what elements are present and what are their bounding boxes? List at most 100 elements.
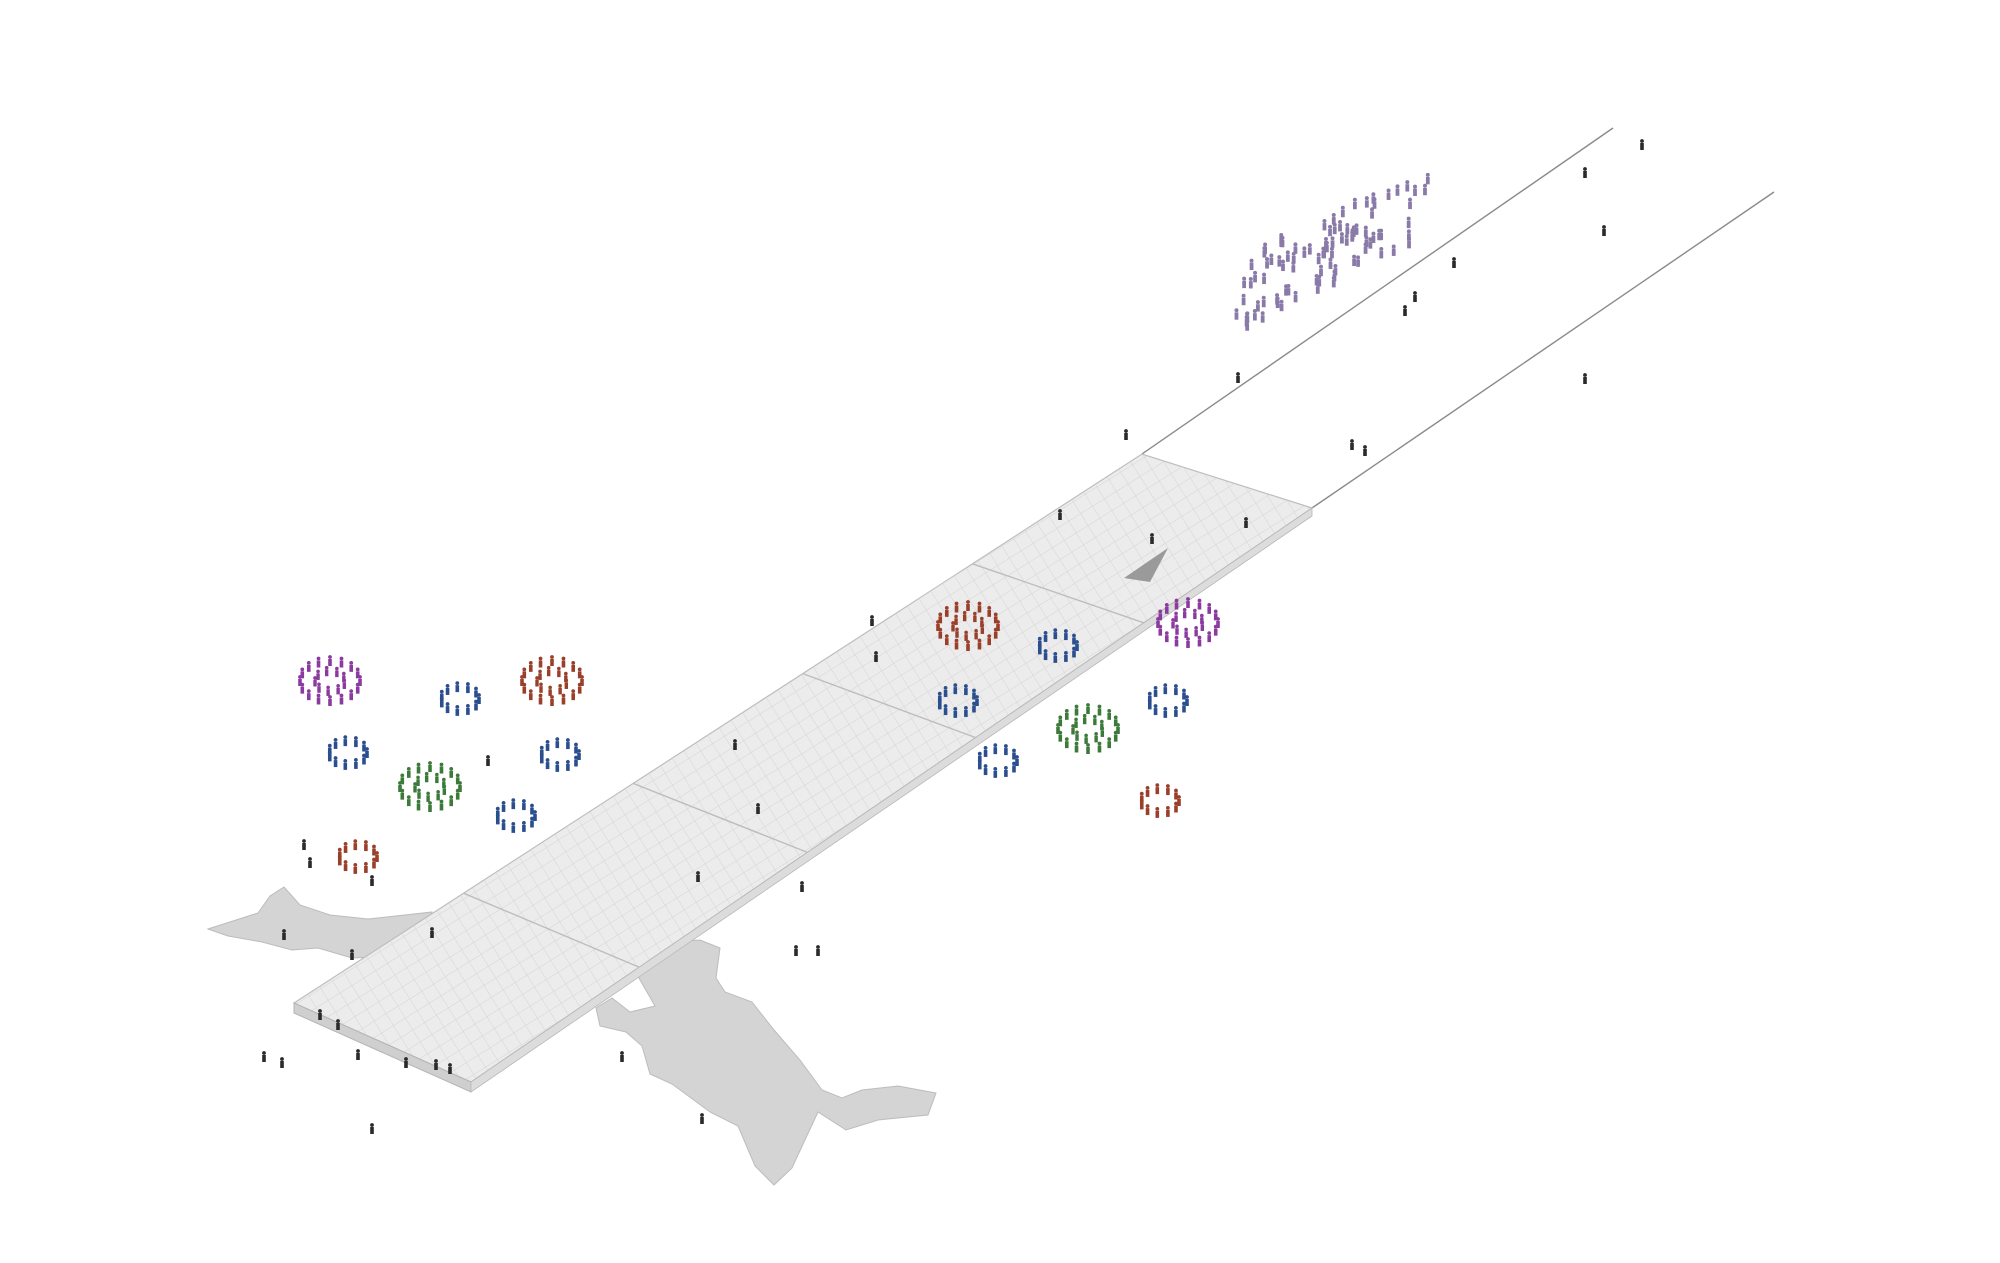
- person-figure: [1086, 703, 1090, 714]
- person-figure: [1015, 755, 1019, 766]
- person-figure: [1186, 597, 1190, 608]
- person-figure: [1331, 275, 1336, 288]
- person-figure: [416, 762, 421, 774]
- ring-group-blue: [977, 743, 1019, 778]
- person-figure: [977, 601, 982, 613]
- person-figure: [1074, 717, 1078, 728]
- person-figure: [1053, 651, 1058, 663]
- person-figure: [445, 702, 450, 714]
- person-figure: [571, 660, 576, 672]
- person-figure: [1100, 719, 1104, 731]
- person-figure: [1182, 688, 1186, 700]
- person-figure: [1328, 224, 1333, 237]
- person-figure: [328, 655, 332, 666]
- person-figure: [1164, 631, 1169, 643]
- person-figure: [546, 665, 551, 677]
- person-figure: [1064, 708, 1069, 720]
- person-figure: [1165, 806, 1170, 817]
- ring-group-red: [337, 839, 379, 874]
- person-figure: [963, 706, 968, 717]
- person-figure: [555, 737, 560, 749]
- person-figure: [495, 806, 500, 818]
- person-figure: [966, 600, 970, 611]
- person-figure: [1093, 714, 1097, 726]
- person-figure: [316, 669, 320, 680]
- person-figure: [558, 684, 562, 695]
- person-figure: [1003, 744, 1008, 756]
- person-figure: [1640, 139, 1644, 150]
- person-figure: [944, 605, 949, 617]
- person-figure: [349, 660, 354, 672]
- person-figure: [336, 684, 340, 695]
- person-figure: [1213, 609, 1218, 621]
- person-figure: [557, 666, 561, 678]
- person-figure: [993, 627, 998, 639]
- person-figure: [620, 1051, 624, 1062]
- scattered-figures: [262, 139, 1644, 1134]
- person-figure: [1284, 284, 1289, 296]
- person-figure: [400, 773, 405, 785]
- person-figure: [1285, 250, 1290, 262]
- person-figure: [1332, 222, 1337, 235]
- person-figure: [1075, 640, 1079, 651]
- person-figure: [413, 782, 417, 793]
- deck-joint: [463, 892, 640, 968]
- person-figure: [1086, 743, 1090, 754]
- person-figure: [511, 798, 516, 810]
- person-figure: [545, 740, 550, 751]
- ring-group-blue: [495, 798, 537, 833]
- person-figure: [1363, 225, 1368, 238]
- person-figure: [1602, 225, 1606, 236]
- person-figure: [335, 666, 339, 678]
- person-figure: [528, 660, 533, 672]
- person-figure: [564, 671, 568, 683]
- person-figure: [535, 676, 539, 687]
- person-figure: [1153, 704, 1158, 716]
- person-figure: [337, 847, 342, 859]
- person-figure: [937, 691, 942, 703]
- person-figure: [326, 685, 330, 696]
- person-figure: [1322, 218, 1327, 231]
- person-figure: [1379, 246, 1384, 259]
- person-figure: [1155, 806, 1160, 818]
- person-figure: [1058, 715, 1063, 727]
- person-figure: [302, 839, 306, 850]
- ring-group-green: [398, 761, 462, 812]
- person-figure: [1082, 713, 1087, 725]
- person-figure: [977, 751, 982, 763]
- person-figure: [1037, 636, 1042, 648]
- person-figure: [282, 929, 286, 940]
- ring-group-blue: [937, 683, 979, 718]
- person-figure: [1174, 788, 1178, 800]
- person-figure: [943, 704, 948, 716]
- person-figure: [280, 1057, 284, 1068]
- person-figure: [561, 656, 566, 668]
- person-figure: [1345, 223, 1350, 235]
- person-figure: [1071, 724, 1075, 735]
- person-figure: [521, 821, 526, 832]
- person-figure: [964, 630, 968, 641]
- ring-group-blue: [1037, 628, 1079, 663]
- person-figure: [1260, 311, 1265, 323]
- deck-joint: [972, 563, 1145, 624]
- person-figure: [980, 616, 984, 628]
- person-figure: [951, 621, 955, 632]
- person-figure: [1155, 783, 1160, 795]
- person-figure: [333, 738, 338, 749]
- person-figure: [333, 756, 338, 768]
- person-figure: [455, 704, 460, 716]
- deck-joint: [802, 672, 976, 739]
- person-figure: [539, 682, 543, 693]
- person-figure: [574, 755, 578, 767]
- shoreline-right: [595, 939, 937, 1186]
- person-figure: [521, 799, 526, 811]
- person-figure: [953, 706, 958, 718]
- person-figure: [439, 762, 444, 774]
- person-figure: [428, 801, 432, 812]
- person-figure: [1263, 242, 1268, 254]
- person-figure: [342, 671, 346, 683]
- person-figure: [1107, 708, 1112, 720]
- person-figure: [1413, 184, 1417, 197]
- person-figure: [972, 701, 976, 713]
- person-figure: [1097, 704, 1102, 716]
